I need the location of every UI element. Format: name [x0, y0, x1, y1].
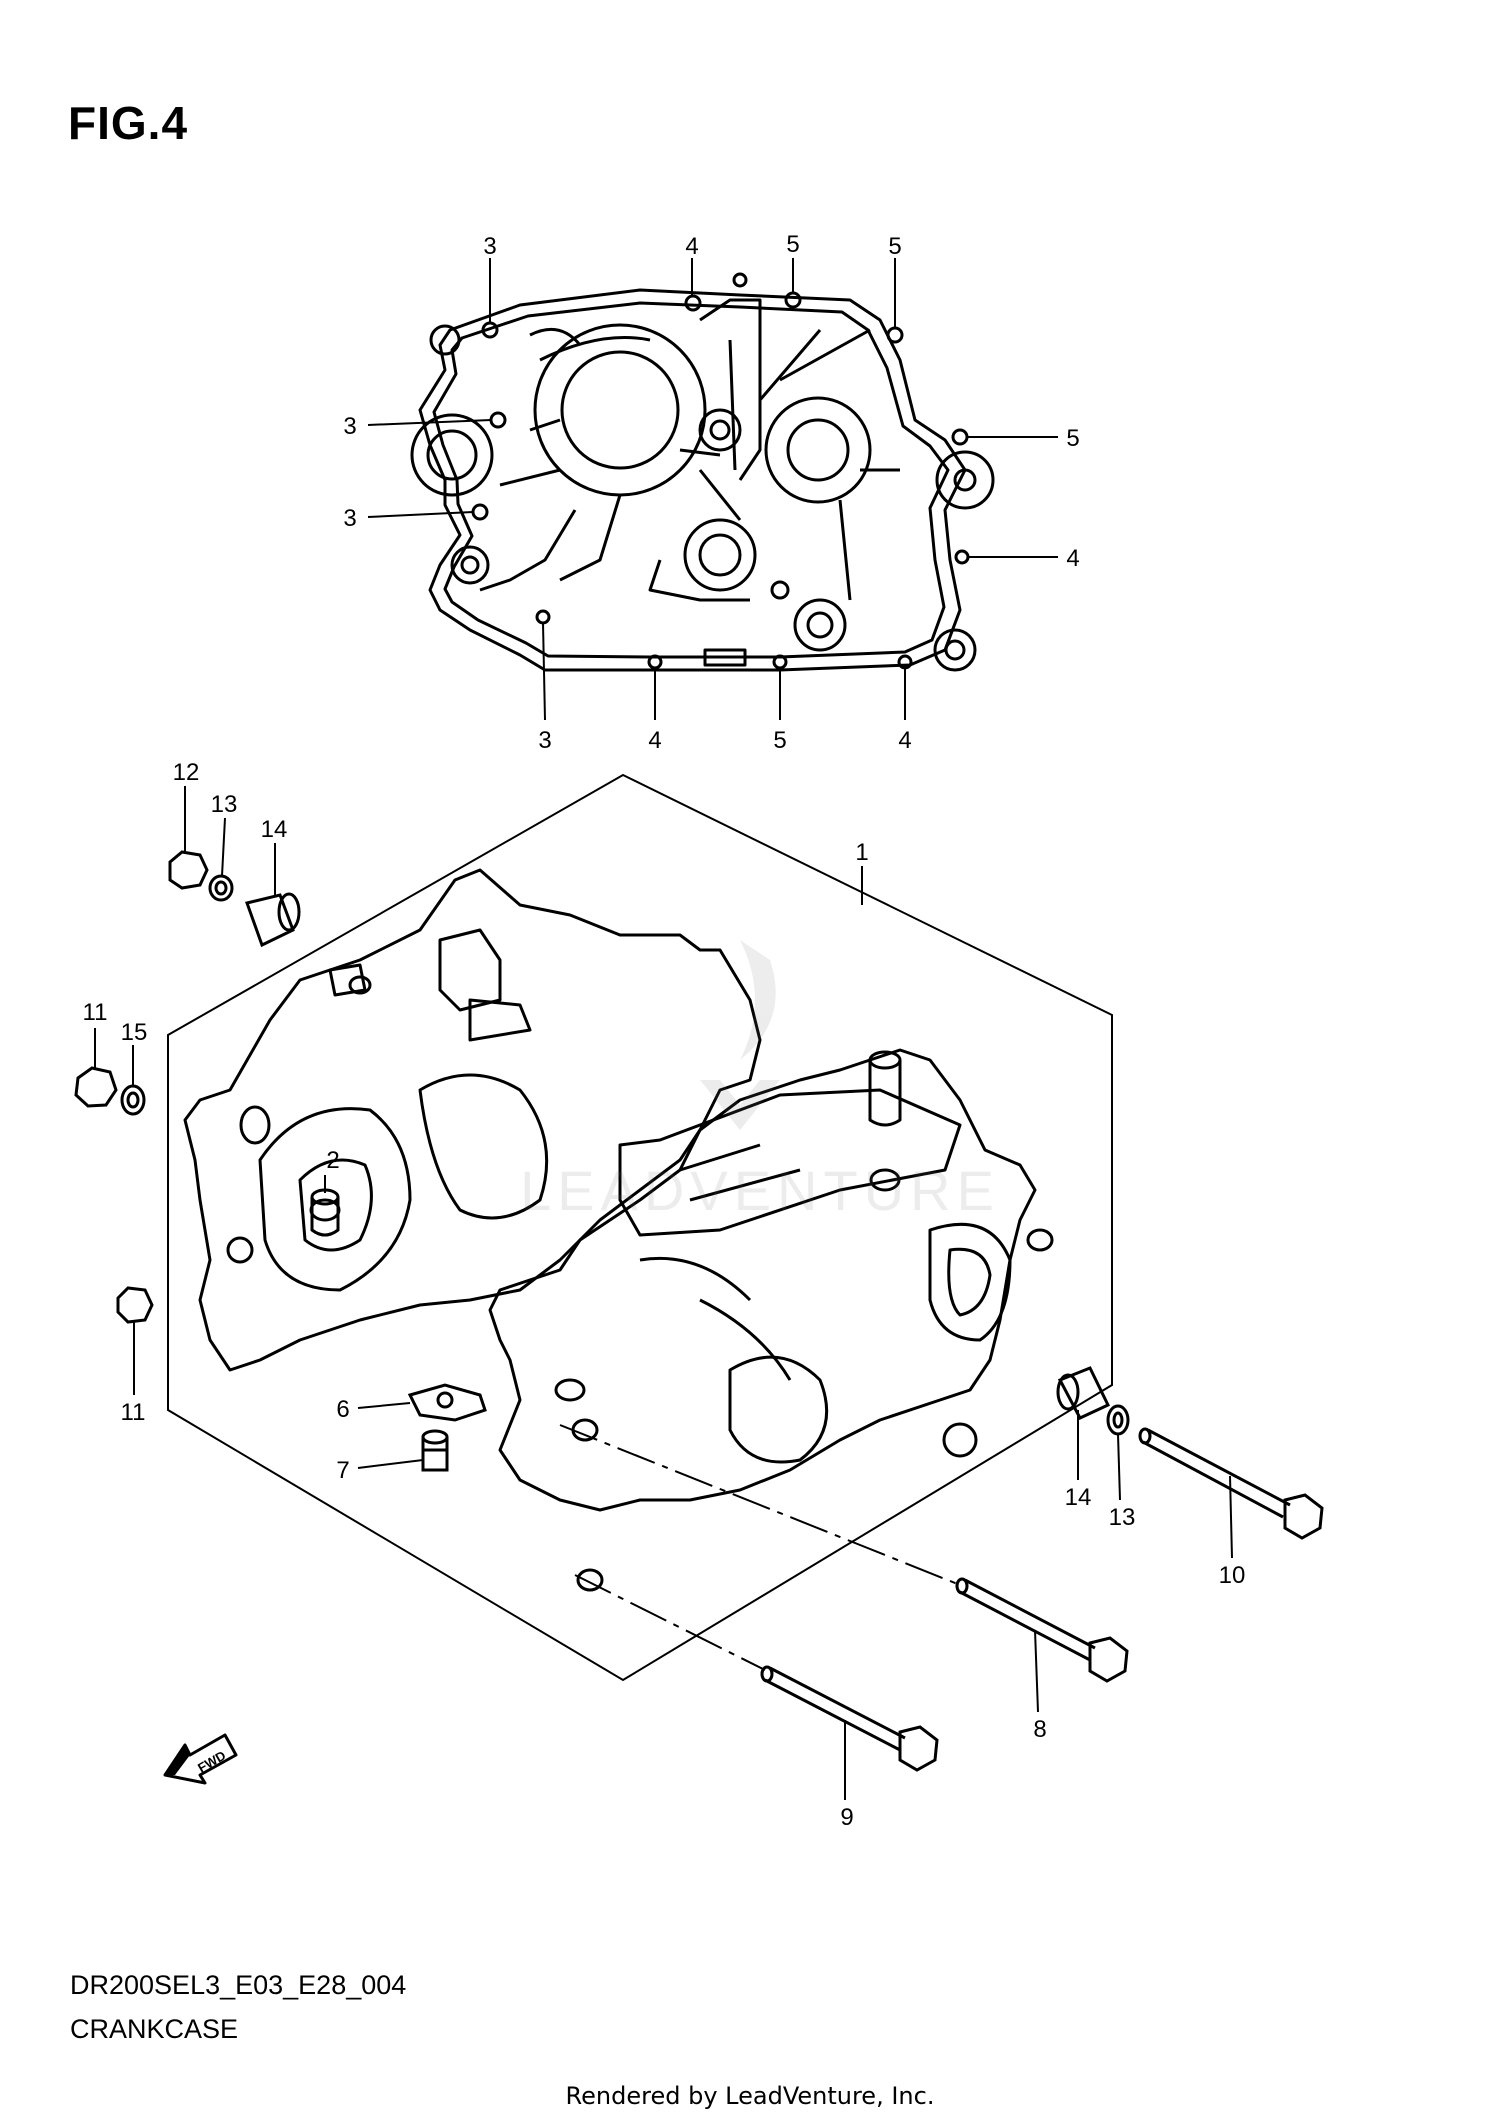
- callout-5: 5: [786, 231, 799, 258]
- callout-5: 5: [773, 727, 786, 754]
- callout-13: 13: [211, 791, 238, 818]
- callout-14: 14: [261, 816, 288, 843]
- gasket-leader-lines: [367, 258, 1058, 721]
- dowel-pin-2: [310, 1188, 340, 1237]
- callout-2: 2: [326, 1147, 339, 1174]
- washer-13-upper: [208, 874, 234, 902]
- callout-13: 13: [1109, 1504, 1136, 1531]
- washer-15: [120, 1084, 146, 1116]
- callout-4: 4: [1066, 545, 1079, 572]
- callout-11: 11: [121, 1399, 146, 1426]
- callout-1: 1: [855, 839, 868, 866]
- diagram-code: DR200SEL3_E03_E28_004: [70, 1970, 407, 2000]
- callout-3: 3: [483, 233, 496, 260]
- callout-3: 3: [343, 413, 356, 440]
- bolt-9: [760, 1665, 939, 1772]
- bolt-10: [1138, 1427, 1324, 1540]
- figure-title: FIG.4: [68, 97, 189, 149]
- crankcase-assembly: [183, 868, 1054, 1592]
- callout-5: 5: [1066, 425, 1079, 452]
- nut-11-lower: [116, 1286, 154, 1324]
- callout-4: 4: [685, 233, 698, 260]
- bracket-6: [407, 1383, 487, 1422]
- callout-6: 6: [336, 1396, 349, 1423]
- gasket-callouts: 3 4 5 5 3 5 3 4 3 4 5 4: [343, 231, 1079, 754]
- callout-12: 12: [173, 759, 200, 786]
- callout-4: 4: [648, 727, 661, 754]
- callout-5: 5: [888, 233, 901, 260]
- bolt-8: [955, 1577, 1129, 1683]
- callout-10: 10: [1219, 1562, 1246, 1589]
- callout-15: 15: [121, 1019, 148, 1046]
- callout-4: 4: [898, 727, 911, 754]
- diagram-name: CRANKCASE: [70, 2014, 239, 2044]
- part-leader-lines: [94, 786, 1233, 1800]
- rendered-by-credit: Rendered by LeadVenture, Inc.: [565, 2082, 935, 2110]
- crankcase-gasket: [410, 272, 995, 672]
- callout-8: 8: [1033, 1716, 1046, 1743]
- watermark-text: LEADVENTURE: [520, 1159, 1000, 1222]
- assembly-boundary: [167, 773, 1113, 1682]
- callout-7: 7: [336, 1457, 349, 1484]
- bush-14-lower: [1056, 1366, 1111, 1420]
- callout-3: 3: [538, 727, 551, 754]
- nut-12: [168, 850, 209, 890]
- callout-9: 9: [840, 1804, 853, 1831]
- part-callouts: 1 2 6 7 8 9 10 11 11 12 13 13 14 14 15: [83, 759, 1246, 1831]
- bush-14-upper: [245, 892, 301, 948]
- fwd-arrow-icon: FWD: [163, 1733, 238, 1785]
- callout-14: 14: [1065, 1484, 1092, 1511]
- bolt-7: [421, 1429, 449, 1472]
- assembly-center-lines: [559, 1424, 961, 1671]
- callout-11: 11: [83, 999, 108, 1026]
- nut-11-upper: [74, 1066, 118, 1108]
- leadventure-watermark: LEADVENTURE: [520, 940, 1000, 1222]
- washer-13-lower: [1106, 1404, 1130, 1436]
- callout-3: 3: [343, 505, 356, 532]
